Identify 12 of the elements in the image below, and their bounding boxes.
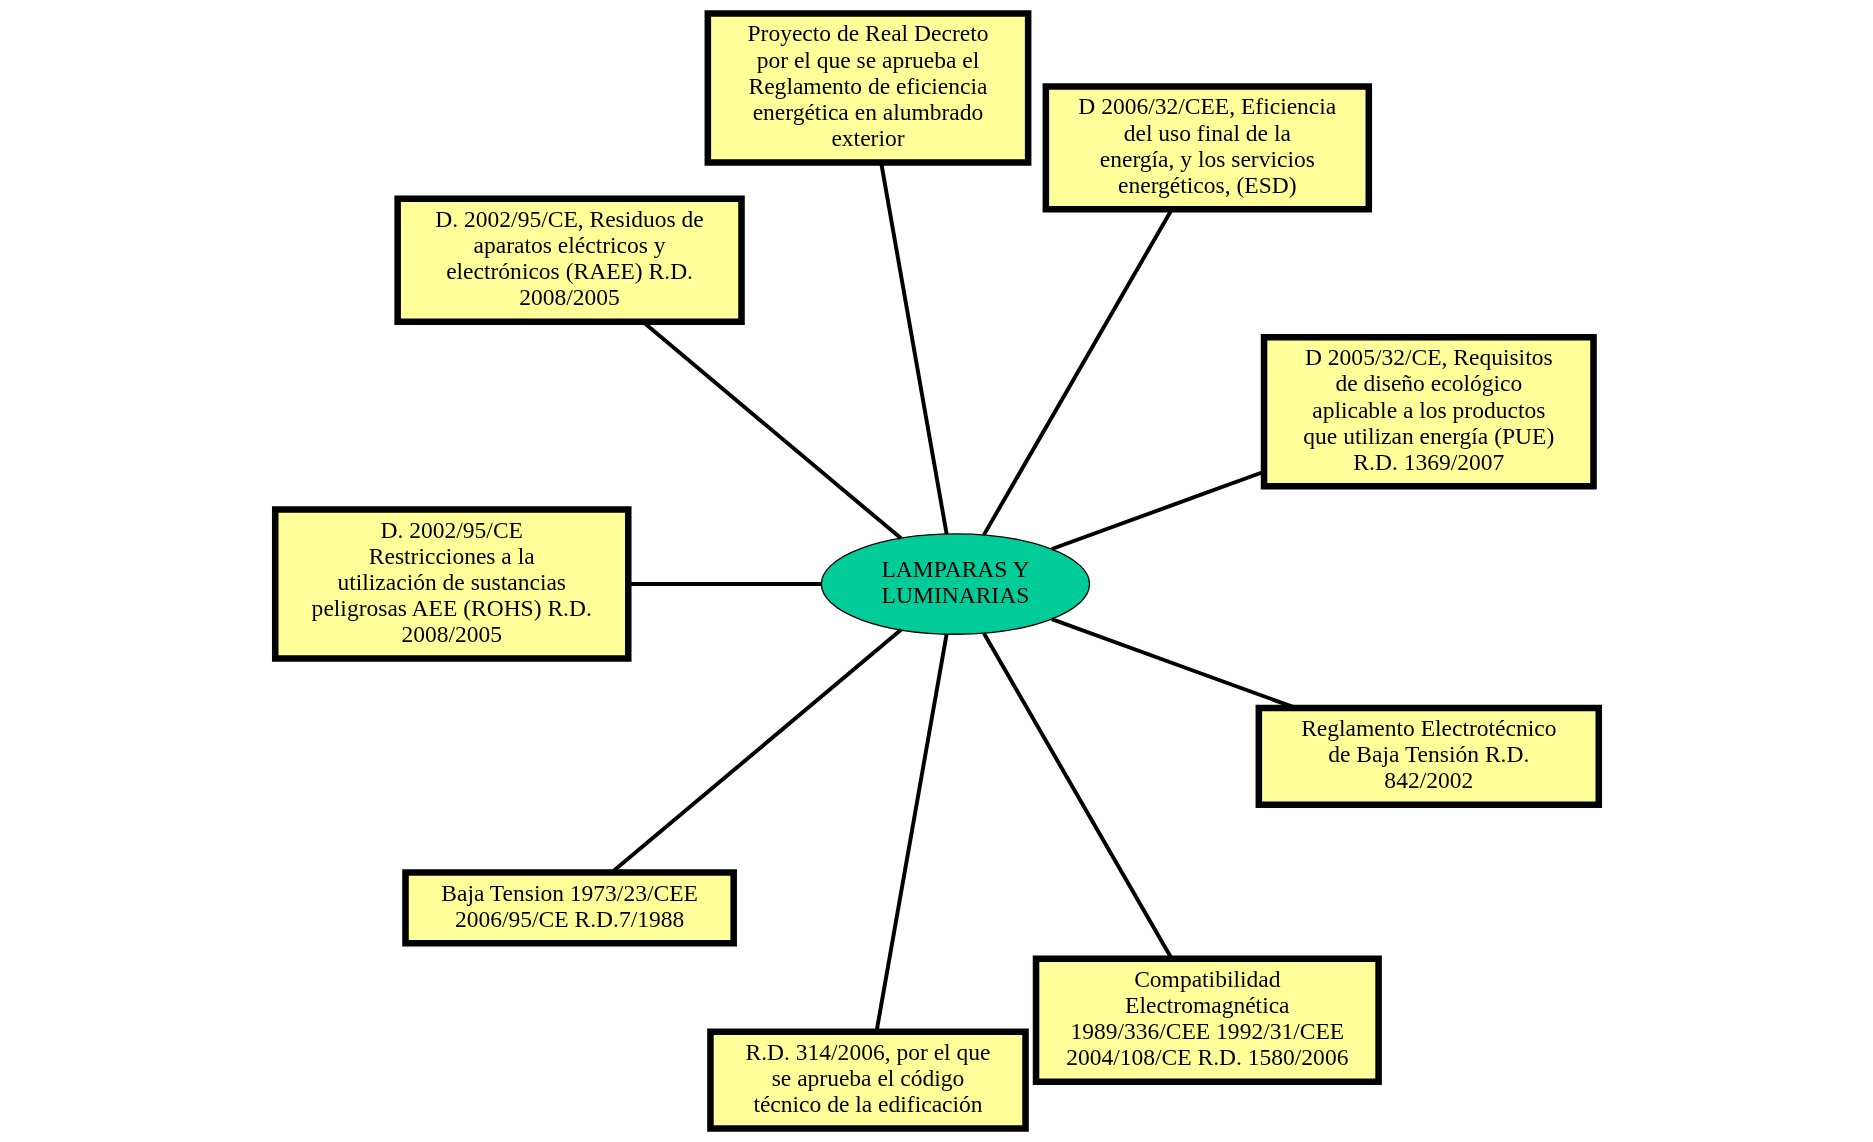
node-box: Compatibilidad Electromagnética 1989/336/CEE 1992/31/CEE 2004/108/CE R.D. 1580/2006	[1032, 955, 1382, 1086]
node-ellipse: LAMPARAS Y LUMINARIAS	[820, 533, 1090, 635]
connector	[874, 633, 949, 1032]
node-box: R.D. 314/2006, por el que se aprueba el código técnico de la edificación	[706, 1028, 1029, 1132]
node-box: Reglamento Electrotécnico de Baja Tensión R.D. 842/2002	[1255, 704, 1602, 808]
node-box: Proyecto de Real Decreto por el que se aprueba el Reglamento de eficiencia energética en alumbrado exterior	[704, 10, 1031, 166]
node-box: D. 2002/95/CE Restricciones a la utilización de sustancias peligrosas AEE (ROHS) R.D. 2008/2005	[271, 506, 631, 662]
node-box: Baja Tension 1973/23/CEE 2006/95/CE R.D.7/1988	[401, 869, 737, 947]
node-box: D 2005/32/CE, Requisitos de diseño ecológico aplicable a los productos que utilizan energía (PUE) R.D. 1369/2007	[1260, 334, 1597, 490]
node-box: D. 2002/95/CE, Residuos de aparatos eléctricos y electrónicos (RAEE) R.D. 2008/2005	[393, 195, 745, 325]
connector	[878, 162, 949, 535]
node-box: D 2006/32/CEE, Eficiencia del uso final de la energía, y los servicios energéticos, (ESD)	[1042, 83, 1372, 213]
